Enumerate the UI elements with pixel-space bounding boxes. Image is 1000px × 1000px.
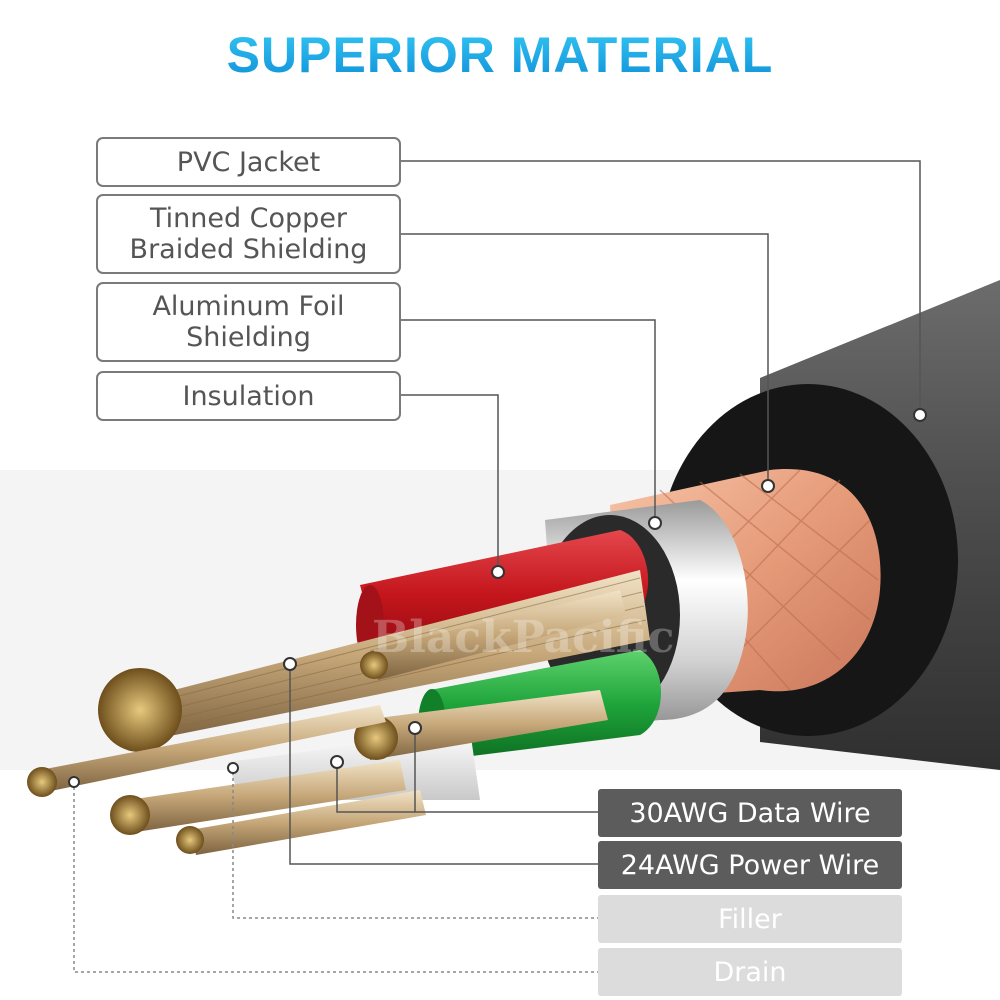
data-wire-strands-2 (190, 790, 426, 855)
label-filler: Filler (598, 895, 902, 943)
green-wire-strands (362, 690, 608, 760)
pointer-pvc-jacket (913, 408, 927, 422)
data-wire-end-2 (176, 826, 204, 854)
label-aluminum-foil-line-2: Shielding (186, 322, 311, 353)
label-power-wire: 24AWG Power Wire (598, 841, 902, 889)
label-data-wire: 30AWG Data Wire (598, 789, 902, 837)
red-wire-strands-end (360, 651, 388, 679)
pointer-data-wire-a (408, 721, 422, 735)
label-pvc-jacket-text: PVC Jacket (176, 146, 321, 178)
pointer-data-wire-b (330, 755, 344, 769)
label-aluminum-foil: Aluminum Foil Shielding (96, 282, 401, 362)
leader-data-wire-b (336, 762, 415, 813)
pointer-foil (648, 516, 662, 530)
green-wire-strands-end (354, 716, 398, 760)
page-title: SUPERIOR MATERIAL (0, 26, 1000, 84)
power-wire-end (98, 668, 182, 752)
watermark: BlackPacific (372, 612, 675, 663)
label-insulation-text: Insulation (182, 380, 315, 412)
label-pvc-jacket: PVC Jacket (96, 137, 401, 187)
data-wire-end-1 (110, 795, 150, 835)
leader-filler (232, 768, 600, 919)
pointer-copper-braid (761, 479, 775, 493)
drain-wire (40, 705, 386, 792)
drain-wire-end (27, 767, 57, 797)
leader-pvc-jacket (400, 160, 921, 415)
leader-power-wire (289, 664, 600, 865)
leader-foil (400, 319, 656, 523)
leader-insulation (400, 394, 499, 572)
pointer-power-wire (283, 657, 297, 671)
label-aluminum-foil-line-1: Aluminum Foil (152, 291, 345, 322)
leader-copper-braid (400, 233, 769, 486)
leader-drain (73, 782, 600, 973)
pointer-filler (227, 762, 239, 774)
label-copper-braid-line-2: Braided Shielding (129, 234, 368, 265)
pointer-drain (68, 776, 80, 788)
label-copper-braid-line-1: Tinned Copper (149, 203, 348, 234)
label-drain: Drain (598, 948, 902, 996)
red-wire-strands (370, 590, 626, 680)
label-insulation: Insulation (96, 371, 401, 421)
pointer-insulation (491, 565, 505, 579)
label-copper-braid: Tinned Copper Braided Shielding (96, 194, 401, 274)
